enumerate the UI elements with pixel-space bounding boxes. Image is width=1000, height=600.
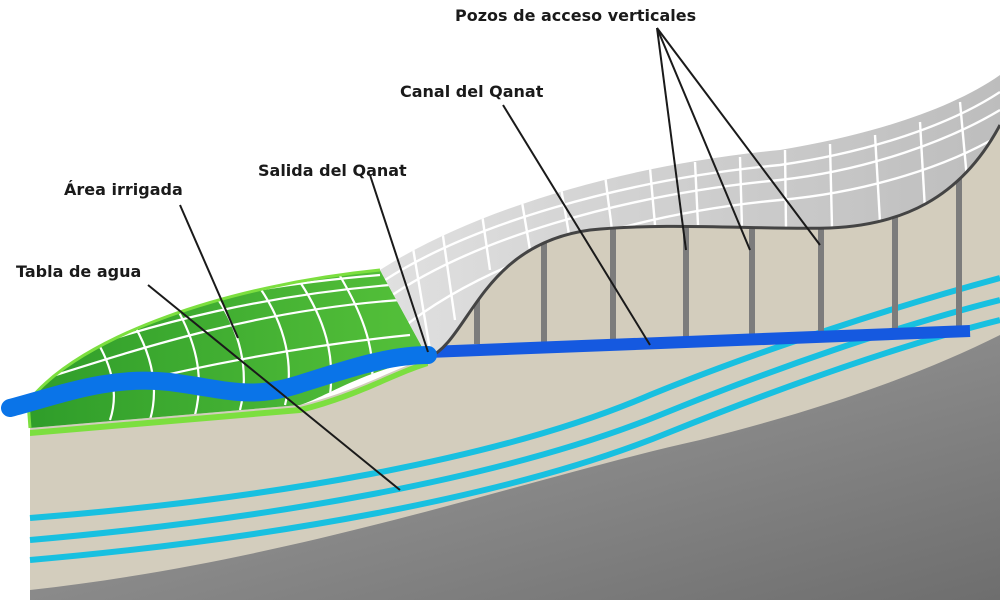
- vertical-shaft-icon: [818, 226, 824, 336]
- river: [1, 346, 437, 417]
- vertical-shaft-icon: [541, 240, 547, 343]
- leader-water-table: [147, 284, 401, 491]
- label-water-table: Tabla de agua: [16, 262, 142, 281]
- vertical-shaft-icon: [749, 224, 755, 338]
- leader-shafts-2: [656, 27, 751, 251]
- bedrock-layer: [30, 335, 1000, 600]
- grid-surface: [380, 75, 1000, 360]
- vertical-shaft-icon: [683, 224, 689, 340]
- leader-shafts-1: [656, 27, 687, 251]
- leader-lines: [147, 27, 821, 491]
- vertical-shaft-icon: [474, 268, 480, 344]
- leader-irrigated: [179, 204, 239, 339]
- leader-canal: [502, 104, 651, 346]
- leader-shafts-3: [656, 27, 821, 246]
- label-outlet: Salida del Qanat: [258, 161, 407, 180]
- label-shafts: Pozos de acceso verticales: [455, 6, 697, 25]
- qanat-canal: [427, 325, 971, 358]
- label-irrigated: Área irrigada: [64, 180, 183, 199]
- leader-outlet: [369, 174, 429, 353]
- vertical-shaft-icon: [956, 172, 962, 332]
- vertical-shaft-icon: [892, 208, 898, 334]
- label-canal: Canal del Qanat: [400, 82, 544, 101]
